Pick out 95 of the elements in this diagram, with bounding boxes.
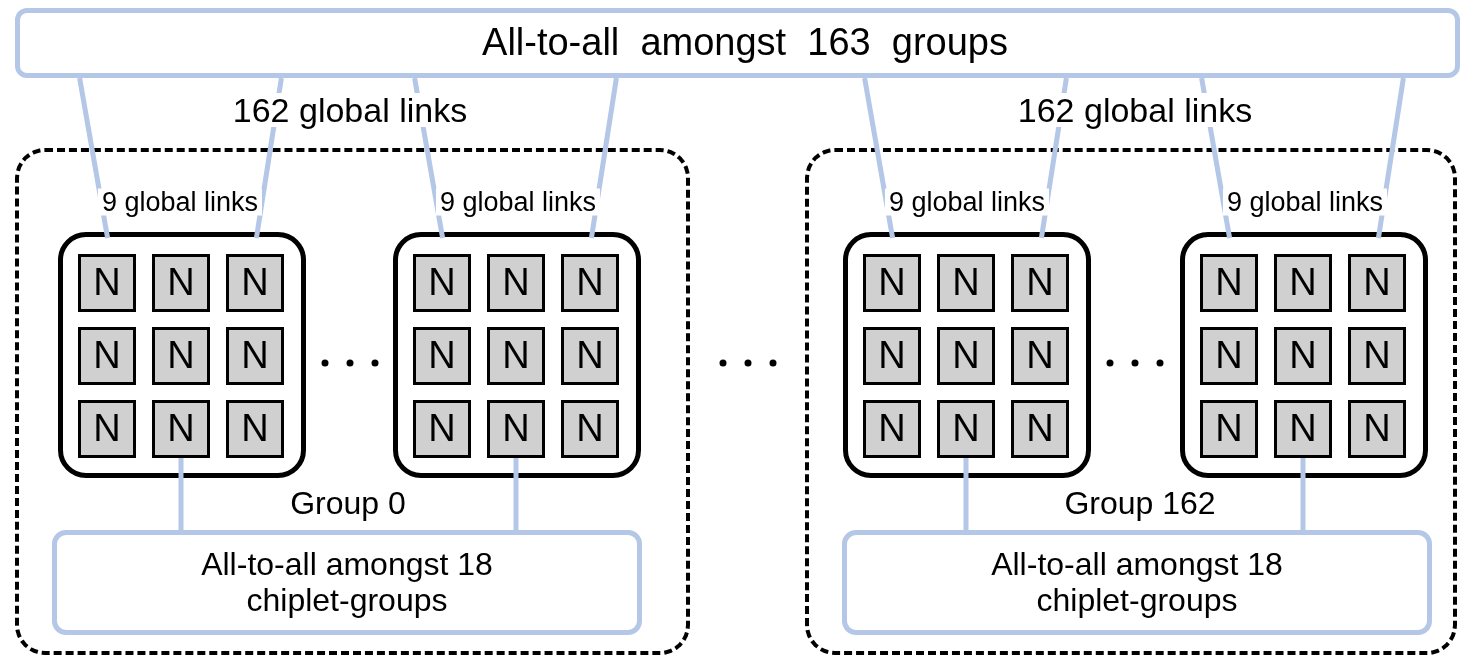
chiplet-box	[152, 254, 210, 312]
network-bar	[52, 530, 642, 635]
chiplet-box	[863, 400, 921, 458]
chiplet-box	[1200, 327, 1258, 385]
group-box	[15, 148, 690, 655]
chiplet-box	[413, 327, 471, 385]
chiplet-box	[1348, 254, 1406, 312]
chiplet-label: N	[952, 261, 980, 305]
chiplet-group-box	[843, 232, 1091, 478]
chiplet-box	[937, 327, 995, 385]
bar-label: All-to-all amongst 18 chiplet-groups	[990, 545, 1284, 620]
chiplet-box	[1200, 254, 1258, 312]
chiplet-box	[226, 400, 284, 458]
chiplet-box	[1200, 400, 1258, 458]
chiplet-box	[1274, 254, 1332, 312]
link-line	[963, 458, 969, 530]
link-count-label: 9 global links	[435, 188, 601, 216]
chiplet-label: N	[502, 261, 530, 305]
chiplet-box	[561, 400, 619, 458]
link-count-label: 9 global links	[1222, 188, 1388, 216]
chiplet-box	[226, 327, 284, 385]
chiplet-box	[937, 400, 995, 458]
chiplet-label: N	[93, 261, 121, 305]
chiplet-label: N	[1215, 334, 1243, 378]
chiplet-label: N	[502, 334, 530, 378]
chiplet-box	[1011, 400, 1069, 458]
chiplet-label: N	[241, 261, 269, 305]
chiplet-label: N	[1026, 407, 1054, 451]
chiplet-label: N	[878, 261, 906, 305]
network-bar	[842, 530, 1432, 635]
chiplet-label: N	[576, 261, 604, 305]
chiplet-box	[152, 327, 210, 385]
chiplet-group-box	[393, 232, 641, 478]
chiplet-label: N	[952, 334, 980, 378]
chiplet-label: N	[1363, 261, 1391, 305]
chiplet-label: N	[167, 407, 195, 451]
chiplet-label: N	[1289, 407, 1317, 451]
chiplet-label: N	[1289, 261, 1317, 305]
chiplet-box	[561, 327, 619, 385]
chiplet-label: N	[1026, 334, 1054, 378]
link-count-label: 9 global links	[97, 188, 263, 216]
chiplet-label: N	[241, 334, 269, 378]
chiplet-box	[487, 254, 545, 312]
chiplet-box	[1348, 400, 1406, 458]
chiplet-box	[1274, 400, 1332, 458]
link-line	[178, 458, 184, 530]
chiplet-box	[1348, 327, 1406, 385]
chiplet-box	[487, 327, 545, 385]
chiplet-box	[413, 254, 471, 312]
chiplet-box	[1011, 254, 1069, 312]
chiplet-box	[561, 254, 619, 312]
chiplet-label: N	[576, 334, 604, 378]
chiplet-label: N	[952, 407, 980, 451]
chiplet-group-box	[1180, 232, 1428, 478]
bar-label: All-to-all amongst 163 groups	[482, 21, 1008, 65]
link-line	[862, 77, 896, 239]
chiplet-label: N	[1363, 334, 1391, 378]
chiplet-label: N	[576, 407, 604, 451]
chiplet-box	[487, 400, 545, 458]
chiplet-label: N	[1289, 334, 1317, 378]
link-line	[1300, 458, 1306, 530]
chiplet-box	[1274, 327, 1332, 385]
chiplet-box	[78, 254, 136, 312]
chiplet-label: N	[93, 407, 121, 451]
chiplet-box	[937, 254, 995, 312]
chiplet-label: N	[1215, 261, 1243, 305]
chiplet-label: N	[428, 261, 456, 305]
chiplet-box	[413, 400, 471, 458]
chiplet-box	[78, 327, 136, 385]
chiplet-label: N	[878, 334, 906, 378]
chiplet-label: N	[1215, 407, 1243, 451]
network-bar	[15, 8, 1460, 78]
chiplet-box	[1011, 327, 1069, 385]
link-count-label: 9 global links	[884, 188, 1050, 216]
chiplet-label: N	[428, 334, 456, 378]
chiplet-label: N	[93, 334, 121, 378]
chiplet-group-box	[58, 232, 306, 478]
chiplet-box	[152, 400, 210, 458]
link-line	[588, 77, 619, 239]
bar-label: All-to-all amongst 18 chiplet-groups	[200, 545, 494, 620]
link-line	[513, 458, 519, 530]
chiplet-label: N	[502, 407, 530, 451]
chiplet-label: N	[1026, 261, 1054, 305]
link-line	[1375, 77, 1406, 239]
group-box	[805, 148, 1457, 655]
chiplet-label: N	[241, 407, 269, 451]
chiplet-label: N	[1363, 407, 1391, 451]
chiplet-box	[863, 254, 921, 312]
chiplet-label: N	[428, 407, 456, 451]
chiplet-box	[226, 254, 284, 312]
chiplet-box	[863, 327, 921, 385]
chiplet-label: N	[167, 261, 195, 305]
chiplet-label: N	[167, 334, 195, 378]
chiplet-box	[78, 400, 136, 458]
chiplet-label: N	[878, 407, 906, 451]
